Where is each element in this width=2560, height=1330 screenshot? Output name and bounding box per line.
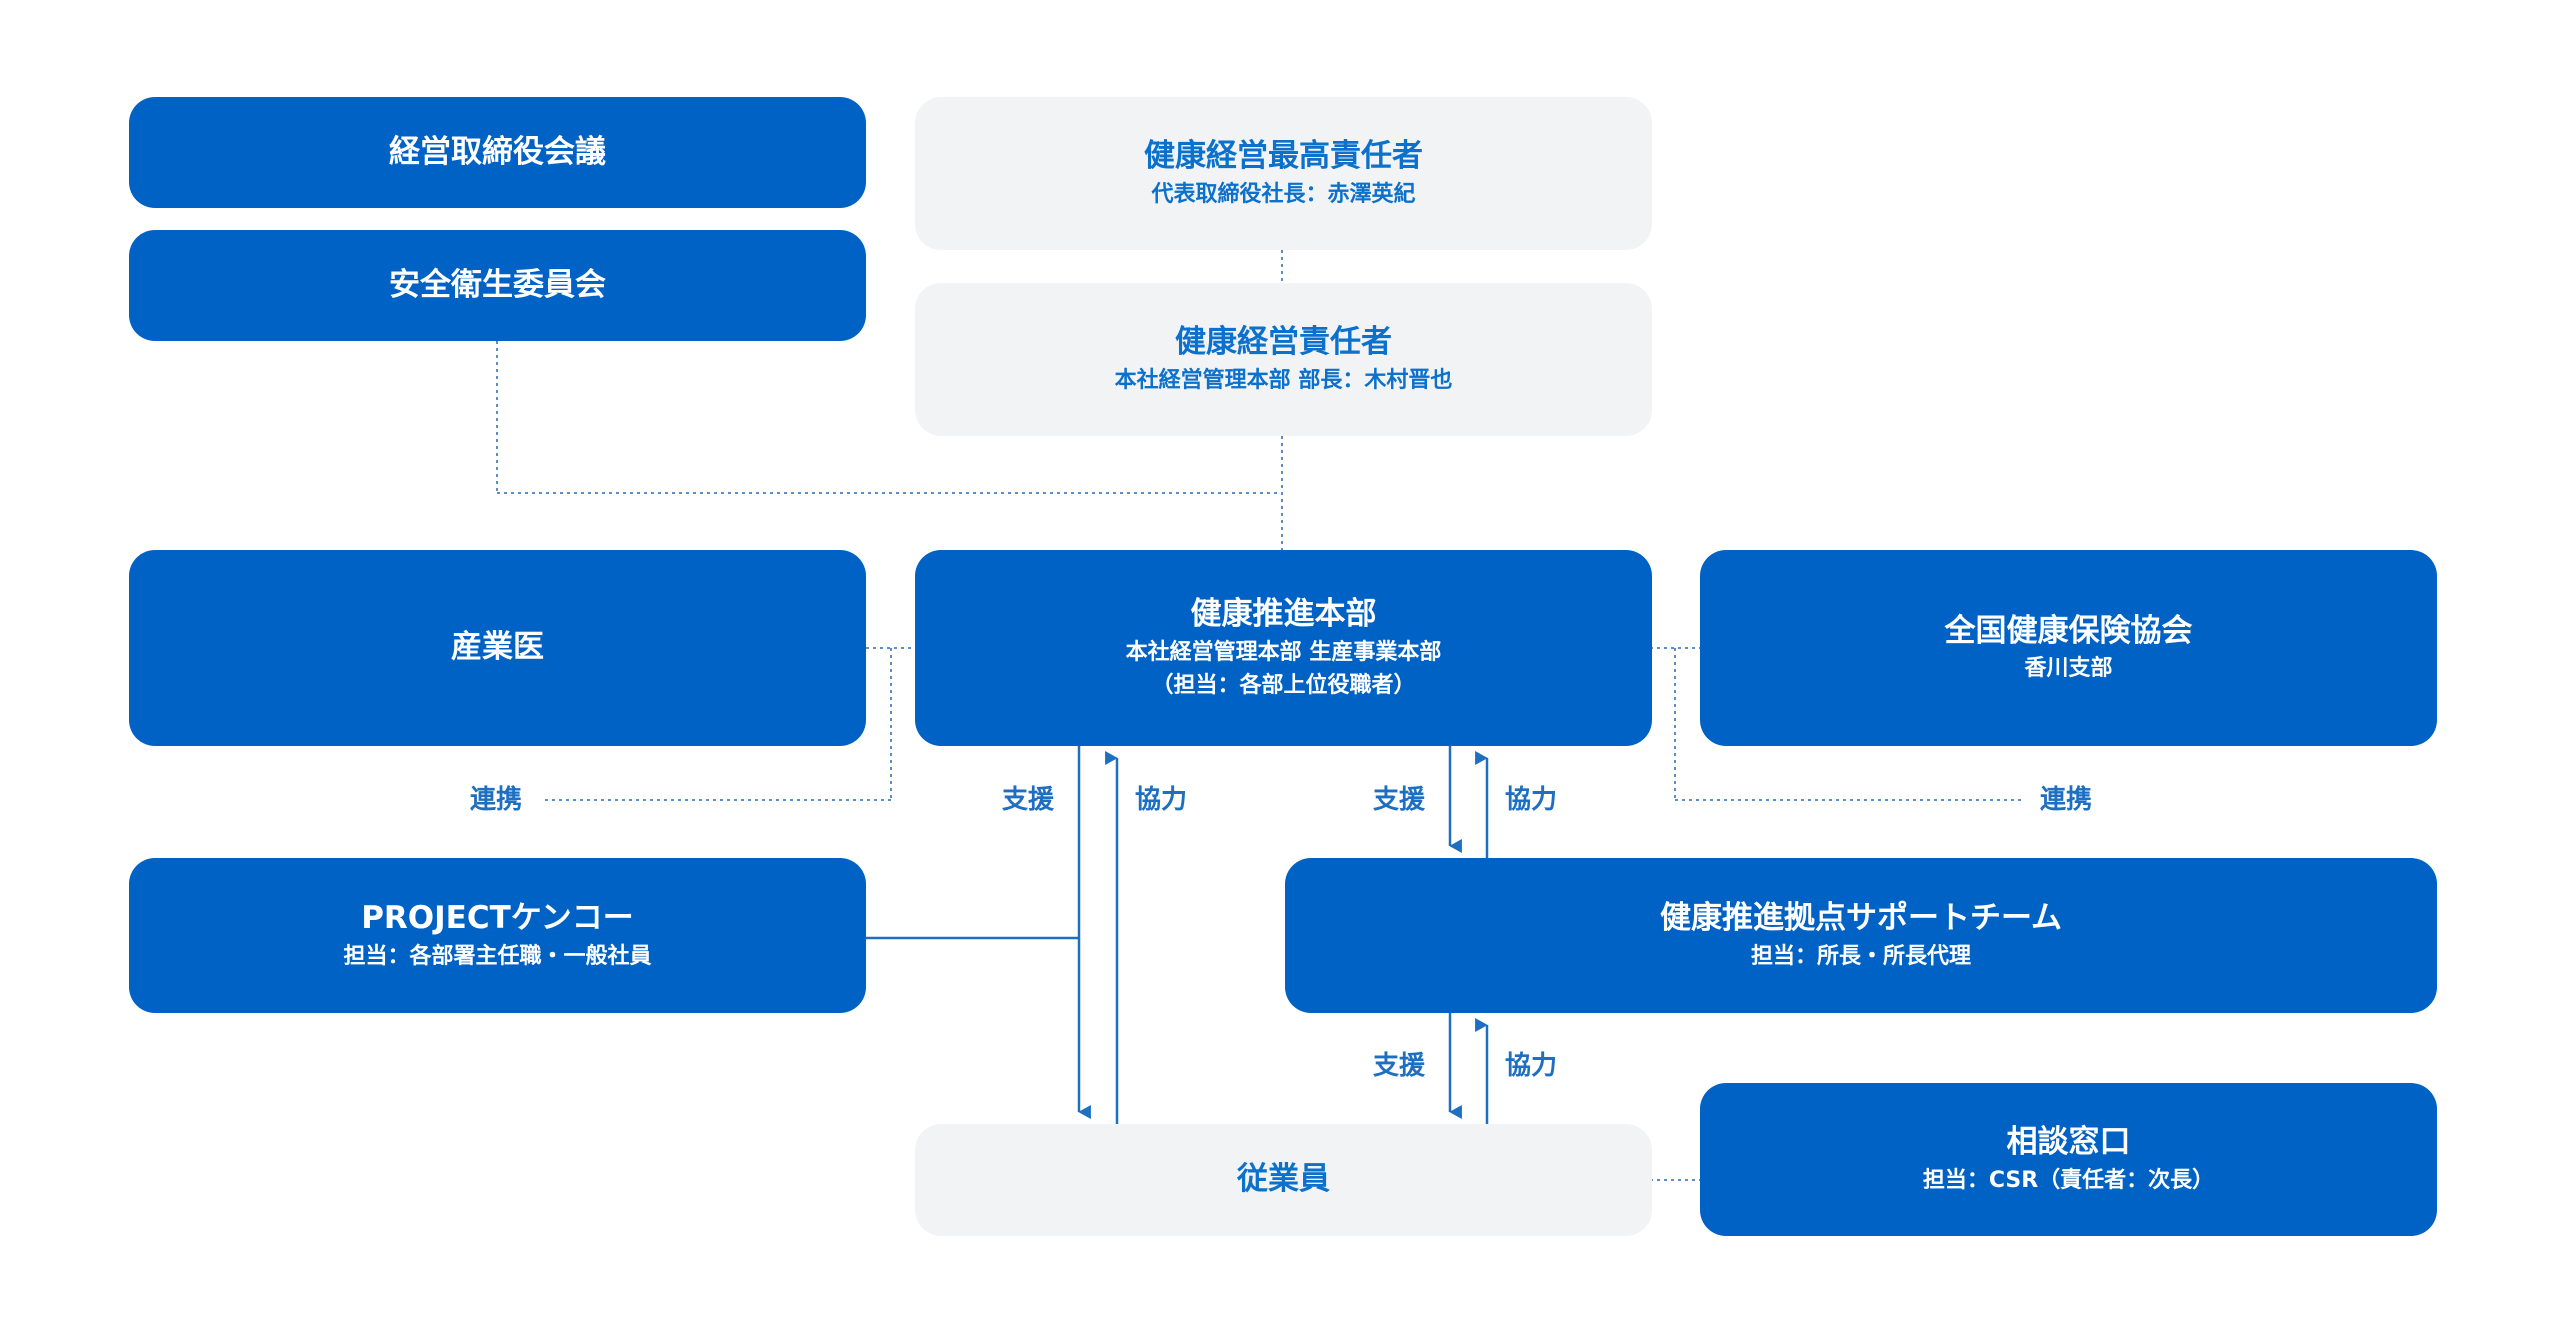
box-project-kenko: PROJECTケンコー 担当：各部署主任職・一般社員 <box>129 858 866 1013</box>
box-support-team-title: 健康推進拠点サポートチーム <box>1659 900 2063 937</box>
label-kyoryoku-main: 協力 <box>1135 785 1188 815</box>
box-kyokai-title: 全国健康保険協会 <box>1944 612 2193 649</box>
label-kyoryoku-team-lower: 協力 <box>1505 1051 1558 1081</box>
box-officer-title: 健康経営責任者 <box>1175 324 1392 361</box>
box-project-sub: 担当：各部署主任職・一般社員 <box>343 943 652 969</box>
box-safety-committee: 安全衛生委員会 <box>129 230 866 341</box>
box-health-insurance-assoc: 全国健康保険協会 香川支部 <box>1700 550 2437 746</box>
box-employees-title: 従業員 <box>1237 1161 1330 1198</box>
box-consult-title: 相談窓口 <box>2006 1124 2131 1161</box>
box-board-title: 経営取締役会議 <box>389 133 606 170</box>
box-support-team: 健康推進拠点サポートチーム 担当：所長・所長代理 <box>1285 858 2437 1013</box>
box-consult-sub: 担当：CSR（責任者：次長） <box>1922 1167 2215 1193</box>
box-occupational-doctor: 産業医 <box>129 550 866 746</box>
box-health-promotion-hq: 健康推進本部 本社経営管理本部 生産事業本部 （担当：各部上位役職者） <box>915 550 1652 746</box>
box-doctor-title: 産業医 <box>451 629 544 666</box>
label-renkei-left: 連携 <box>470 785 523 815</box>
box-project-title: PROJECTケンコー <box>361 900 634 937</box>
box-promotion-title: 健康推進本部 <box>1190 596 1377 633</box>
label-shien-team-lower: 支援 <box>1373 1051 1426 1081</box>
label-shien-main: 支援 <box>1002 785 1055 815</box>
box-support-team-sub: 担当：所長・所長代理 <box>1750 943 1971 969</box>
label-renkei-right: 連携 <box>2040 785 2093 815</box>
box-promotion-sub2: （担当：各部上位役職者） <box>1151 672 1416 698</box>
box-cho-title: 健康経営最高責任者 <box>1144 138 1423 175</box>
box-promotion-sub1: 本社経営管理本部 生産事業本部 <box>1125 639 1442 665</box>
box-kyokai-sub: 香川支部 <box>2024 656 2113 682</box>
box-health-officer: 健康経営責任者 本社経営管理本部 部長：木村晋也 <box>915 283 1652 436</box>
box-employees: 従業員 <box>915 1124 1652 1236</box>
box-safety-title: 安全衛生委員会 <box>389 266 606 303</box>
box-cho-sub: 代表取締役社長：赤澤英紀 <box>1151 181 1416 207</box>
label-shien-team-upper: 支援 <box>1373 785 1426 815</box>
box-chief-health-officer: 健康経営最高責任者 代表取締役社長：赤澤英紀 <box>915 97 1652 250</box>
label-kyoryoku-team-upper: 協力 <box>1505 785 1558 815</box>
box-consultation-desk: 相談窓口 担当：CSR（責任者：次長） <box>1700 1083 2437 1236</box>
box-officer-sub: 本社経営管理本部 部長：木村晋也 <box>1114 367 1453 393</box>
box-board: 経営取締役会議 <box>129 97 866 208</box>
